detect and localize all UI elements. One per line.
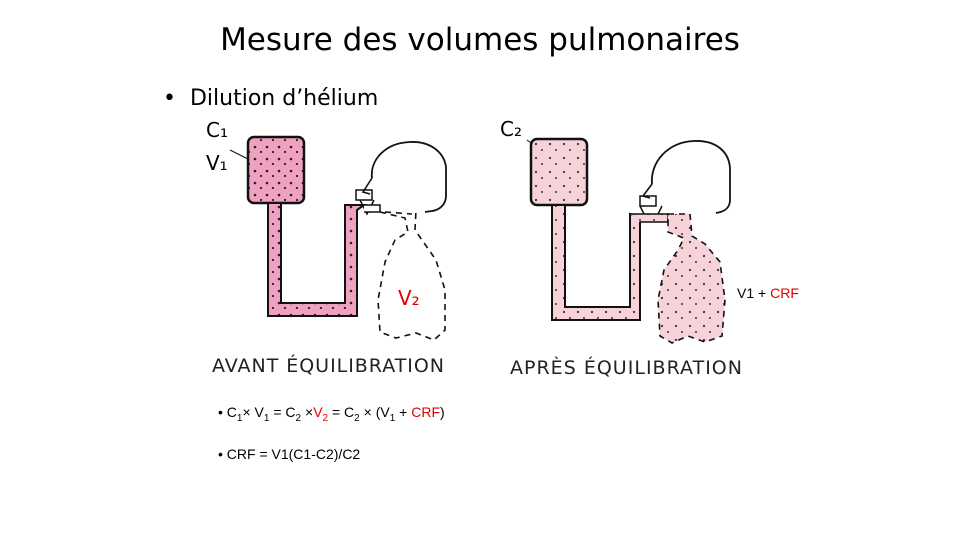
slide-title: Mesure des volumes pulmonaires (220, 22, 740, 58)
side-label-crf: CRF (770, 285, 799, 301)
valve-after (639, 195, 657, 207)
spirometer-box-before (246, 135, 306, 205)
main-bullet: • Dilution d’hélium (163, 86, 378, 111)
spirometer-box-after (529, 137, 589, 207)
side-label-v1: V1 + (737, 285, 771, 301)
caption-before: AVANT ÉQUILIBRATION (212, 354, 444, 377)
f1-v2: V (313, 404, 323, 420)
c1-label: C₁ (206, 118, 228, 142)
f1-sub-4: 2 (322, 412, 329, 424)
mouthpiece-before (364, 204, 381, 213)
f1-times-1: × (242, 404, 251, 420)
lungs-filled-after (657, 213, 726, 344)
f1-plus: + (395, 404, 412, 420)
figure-before: C₁ V₁ V₂ AVANT ÉQUILIBRATION (206, 118, 447, 377)
figure-after: C₂ APRÈS ÉQUILIBRATION (500, 117, 742, 379)
trachea-before (384, 211, 413, 215)
f1-eq-1: = C (269, 404, 296, 420)
v1-plus-crf-label: V1 + CRF (737, 285, 799, 301)
bullet-text: Dilution d’hélium (189, 86, 379, 111)
f1-sub-5: 2 (354, 412, 360, 424)
formula-bullet-2: • (218, 446, 227, 462)
lungs-outline-before (377, 209, 446, 341)
f1-sub-3: 2 (295, 412, 302, 424)
f1-eq-2: = C (328, 404, 355, 420)
f1-close: ) (440, 404, 445, 420)
f1-sub-6: 1 (389, 412, 396, 424)
f1-v1: V (250, 404, 264, 420)
tube-after (551, 204, 641, 321)
f1-c1: C (226, 404, 237, 420)
face-after (641, 183, 653, 199)
head-outline-before (371, 141, 447, 213)
f1-times-3: × (359, 404, 376, 420)
formula-equation-2: • CRF = V1(C1-C2)/C2 (218, 446, 360, 462)
f1-open: (V (375, 404, 390, 420)
c2-label: C₂ (500, 117, 522, 141)
f1-times-2: × (301, 404, 314, 420)
v1-label: V₁ (206, 151, 228, 175)
f1-crf: CRF (411, 404, 441, 420)
c1-pointer (229, 149, 251, 161)
f2-text: CRF = V1(C1-C2)/C2 (226, 446, 361, 462)
caption-after: APRÈS ÉQUILIBRATION (510, 356, 742, 379)
head-outline-after (651, 140, 731, 214)
f1-sub-1: 1 (236, 412, 243, 424)
formula-bullet: • (218, 404, 227, 420)
tube-before (267, 202, 368, 317)
formula-equation-1: • C1× V1 = C2 ×V2 = C2 × (V1 + CRF) (218, 404, 445, 424)
v2-label: V₂ (398, 286, 420, 310)
bullet-dot: • (163, 86, 176, 111)
f1-sub-2: 1 (263, 412, 270, 424)
face-before (361, 177, 373, 195)
